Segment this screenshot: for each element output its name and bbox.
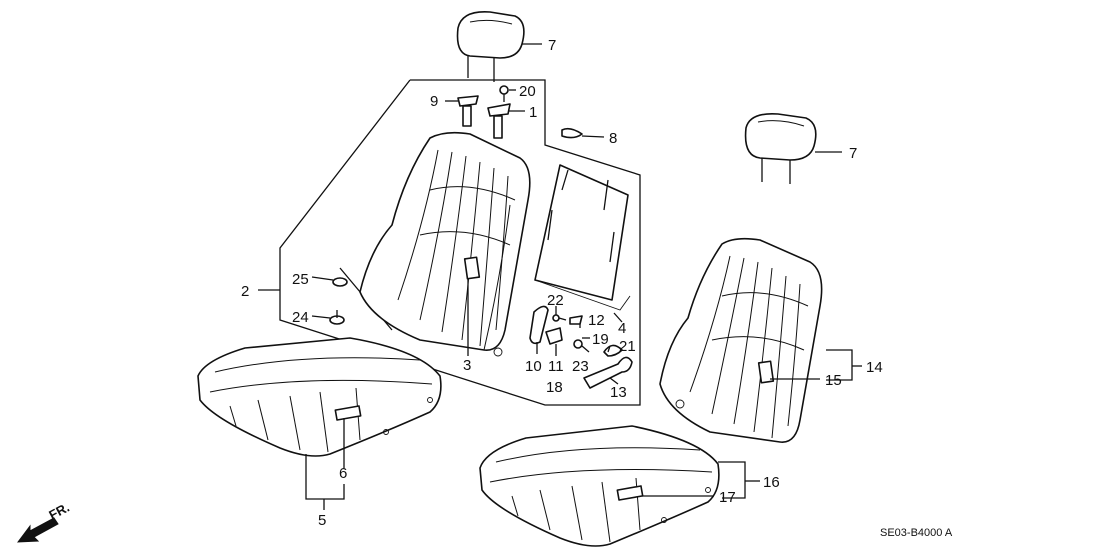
callout-3: 3 xyxy=(463,357,471,374)
callout-5: 5 xyxy=(318,512,326,529)
callout-19: 19 xyxy=(592,331,609,348)
callout-13: 13 xyxy=(610,384,627,401)
seat-cushion-left xyxy=(197,337,442,457)
clip-part-8 xyxy=(561,127,583,139)
callout-7-right: 7 xyxy=(849,145,857,162)
callout-23: 23 xyxy=(572,358,589,375)
callout-18: 18 xyxy=(546,379,563,396)
knob-part-11 xyxy=(545,327,563,345)
recliner-cover-part-10 xyxy=(529,305,549,345)
bolt-part-24 xyxy=(329,310,345,325)
callout-9: 9 xyxy=(430,93,438,110)
callout-11: 11 xyxy=(548,358,564,375)
screw-part-20 xyxy=(499,85,509,102)
washer-part-25 xyxy=(332,277,348,287)
seatback-frame xyxy=(534,164,631,311)
screw-part-22 xyxy=(552,314,567,322)
callout-24: 24 xyxy=(292,309,309,326)
front-direction-arrow: FR. xyxy=(16,500,72,543)
headrest-right xyxy=(744,112,817,184)
callout-2: 2 xyxy=(241,283,249,300)
callout-22: 22 xyxy=(547,292,564,309)
recliner-lever-part-13 xyxy=(583,356,633,389)
assembly-boundary-left xyxy=(279,79,641,406)
callout-7-left: 7 xyxy=(548,37,556,54)
headrest-left xyxy=(456,11,525,82)
callout-4: 4 xyxy=(618,320,626,337)
callout-6: 6 xyxy=(339,465,347,482)
callout-17: 17 xyxy=(719,489,736,506)
leader-lines xyxy=(258,43,862,510)
seatback-right xyxy=(659,237,823,443)
headrest-guide-part xyxy=(457,95,479,127)
arrow-icon xyxy=(16,517,59,543)
diagram-code: SE03-B4000 A xyxy=(880,527,953,539)
callout-16: 16 xyxy=(763,474,780,491)
headrest-guide-lock-part xyxy=(487,103,511,139)
seat-cushion-right xyxy=(479,425,720,547)
callout-25: 25 xyxy=(292,271,309,288)
callout-8: 8 xyxy=(609,130,617,147)
callout-15: 15 xyxy=(825,372,842,389)
callout-20: 20 xyxy=(519,83,536,100)
callout-21: 21 xyxy=(619,338,636,355)
direction-label: FR. xyxy=(46,500,72,523)
callout-14: 14 xyxy=(866,359,883,376)
screw-part-23 xyxy=(573,339,583,349)
callout-1: 1 xyxy=(529,104,537,121)
seatback-left xyxy=(359,131,531,357)
callout-12: 12 xyxy=(588,312,605,329)
callout-10: 10 xyxy=(525,358,542,375)
clip-part-12 xyxy=(569,315,583,325)
